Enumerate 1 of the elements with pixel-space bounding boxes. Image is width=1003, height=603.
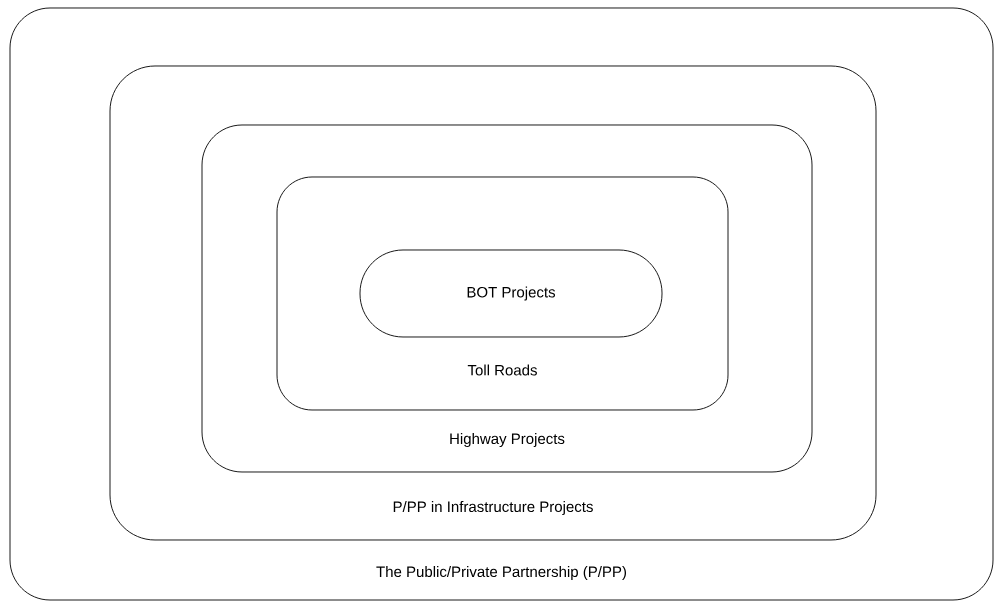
rounded-box: BOT Projects (359, 249, 663, 338)
